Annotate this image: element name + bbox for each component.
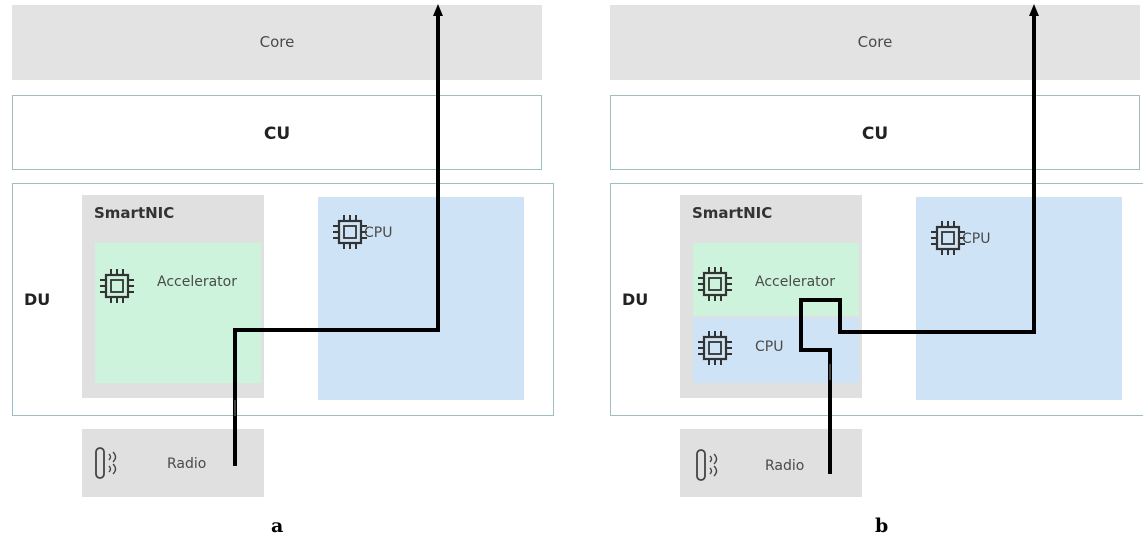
caption-a: a bbox=[271, 515, 284, 537]
diagram-panel-a: Core CU DU SmartNIC Accelerator CPU bbox=[0, 0, 560, 541]
cpu-label: CPU bbox=[364, 225, 393, 241]
cu-label: CU bbox=[861, 124, 889, 144]
chip-icon bbox=[698, 331, 732, 365]
smartnic-cpu-label: CPU bbox=[755, 339, 784, 355]
smartnic-label: SmartNIC bbox=[94, 204, 175, 222]
du-label: DU bbox=[622, 290, 649, 309]
accelerator-box bbox=[95, 243, 261, 383]
diagram-panel-b: Core CU DU SmartNIC Accelerator CPU bbox=[598, 0, 1143, 541]
chip-icon bbox=[100, 269, 134, 303]
caption-b: b bbox=[875, 515, 889, 537]
radio-antenna-icon bbox=[696, 449, 718, 481]
cu-label: CU bbox=[263, 124, 291, 144]
du-label: DU bbox=[24, 290, 51, 309]
cpu-label: CPU bbox=[962, 231, 991, 247]
chip-icon bbox=[698, 267, 732, 301]
radio-label: Radio bbox=[765, 458, 805, 474]
smartnic-label: SmartNIC bbox=[692, 204, 773, 222]
radio-antenna-icon bbox=[95, 447, 117, 479]
core-label: Core bbox=[857, 33, 893, 51]
core-label: Core bbox=[259, 33, 295, 51]
accelerator-label: Accelerator bbox=[755, 274, 835, 290]
radio-label: Radio bbox=[167, 456, 207, 472]
accelerator-label: Accelerator bbox=[157, 274, 237, 290]
